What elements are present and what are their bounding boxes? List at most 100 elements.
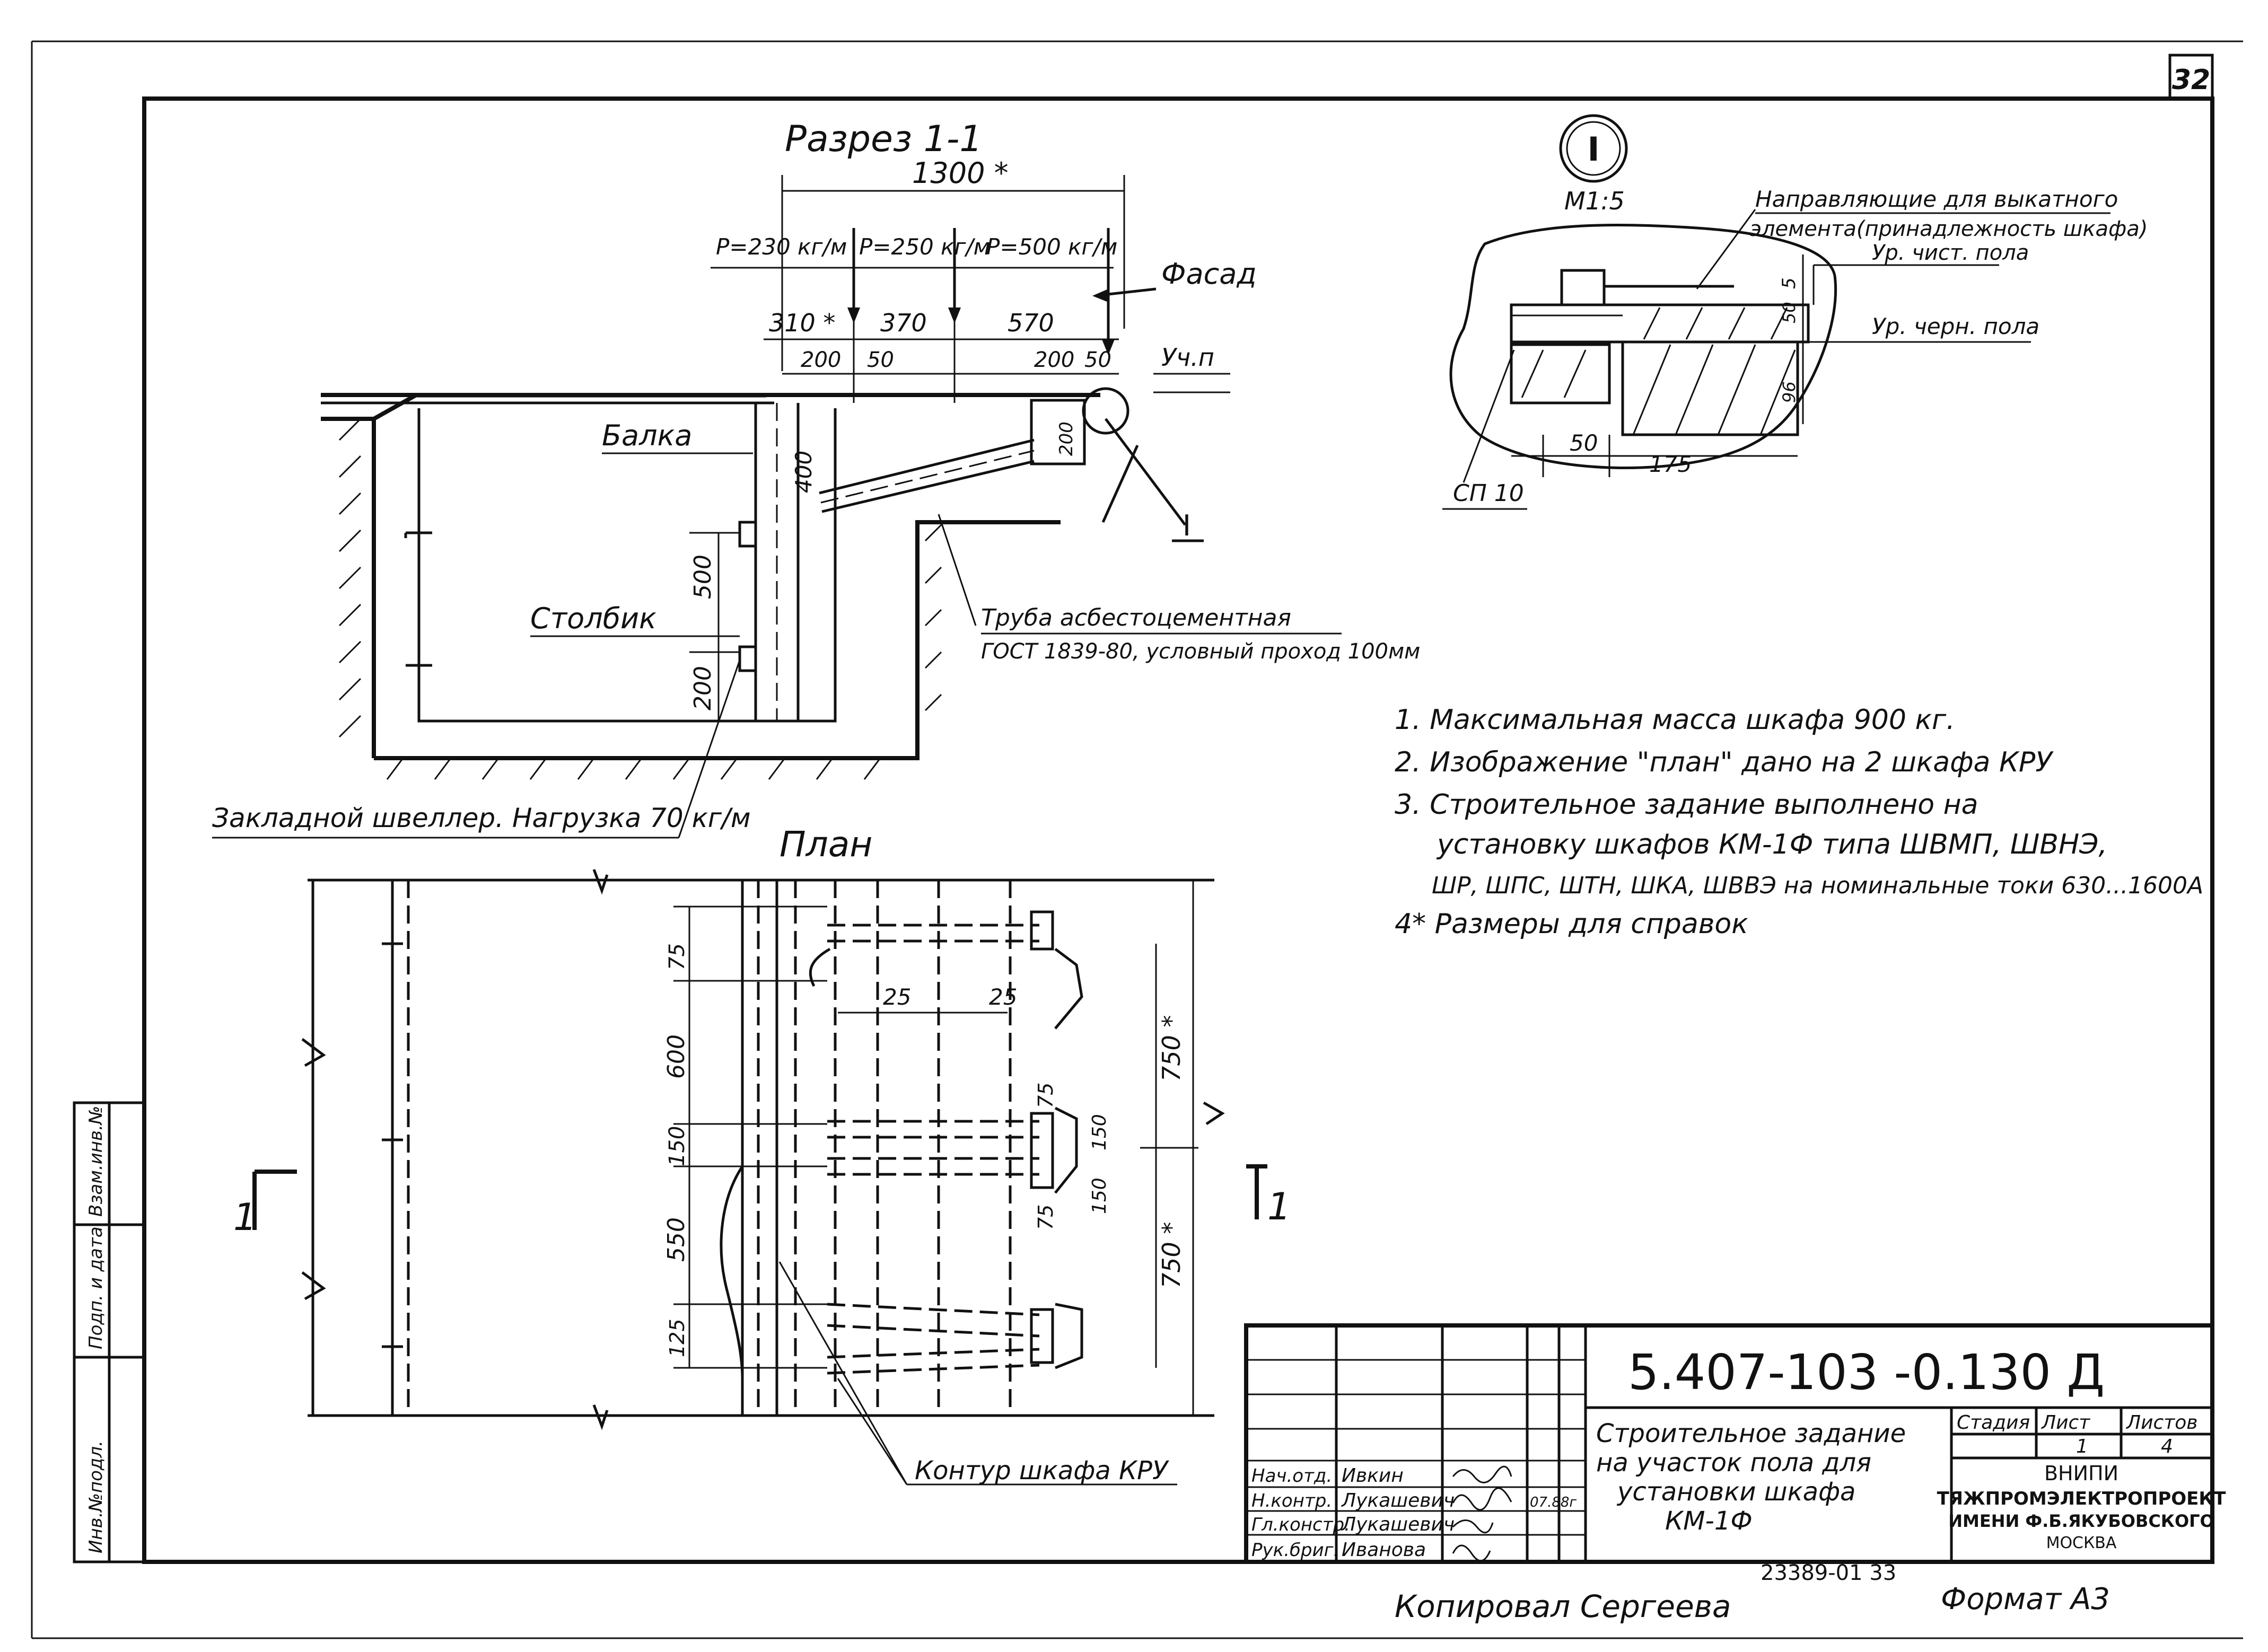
pipe-label-1: Труба асбестоцементная xyxy=(981,604,1291,631)
plan-dim-750-b: 750 * xyxy=(1157,1222,1186,1288)
plan-contour-label: Контур шкафа КРУ xyxy=(915,1456,1169,1486)
detail-dim-175: 175 xyxy=(1649,451,1692,477)
detail-dim-96: 96 xyxy=(1779,381,1799,403)
stage-header: Стадия xyxy=(1957,1412,2030,1434)
dim-50-a: 50 xyxy=(867,348,894,372)
org-2: ТЯЖПРОМЭЛЕКТРОПРОЕКТ xyxy=(1937,1488,2227,1509)
plan-dim-25-a: 25 xyxy=(883,984,911,1010)
stamp-inventory-no: Инв.№подл. xyxy=(85,1440,107,1553)
plan-dim-150-b: 150 xyxy=(1089,1178,1110,1214)
copied-by: Копировал Сергеева xyxy=(1395,1588,1731,1624)
detail-marker: I xyxy=(1587,130,1599,169)
stamp-replace-no: Взам.инв.№ xyxy=(85,1106,107,1217)
load-250: P=250 кг/м xyxy=(859,234,990,260)
sheets-value: 4 xyxy=(2161,1436,2173,1457)
plan-marker-right: 1 xyxy=(1267,1185,1291,1228)
sheet-border: 32 xyxy=(31,40,2243,1639)
detail-level-clean: Ур. чист. пола xyxy=(1872,241,2029,265)
detail-I: I М1:5 Направляющие для выкатного элемен… xyxy=(1442,114,2148,510)
label-beam: Балка xyxy=(602,419,692,452)
detail-scale: М1:5 xyxy=(1564,187,1625,215)
dim-500: 500 xyxy=(689,555,716,599)
signature-scribble-3 xyxy=(1452,1519,1494,1534)
desc-2: на участок пола для xyxy=(1596,1448,1871,1478)
plan-dim-150-a: 150 xyxy=(1089,1114,1110,1150)
dim-400: 400 xyxy=(791,451,817,493)
doc-code: 5.407-103 -0.130 Д xyxy=(1628,1344,2105,1401)
desc-1: Строительное задание xyxy=(1596,1419,1906,1448)
plan-dim-75-a: 75 xyxy=(1034,1083,1057,1108)
sign-date-2: 07.88г xyxy=(1530,1495,1577,1510)
plan-dim-125: 125 xyxy=(665,1319,689,1357)
dim-1300: 1300 * xyxy=(912,156,1009,190)
note-4: 4* Размеры для справок xyxy=(1395,908,1748,940)
note-3-cont-2: ШР, ШПС, ШТН, ШКА, ШВВЭ на номинальные т… xyxy=(1432,872,2203,899)
role-2: Н.контр. xyxy=(1251,1490,1332,1512)
stamp-sign-date: Подп. и дата xyxy=(85,1226,107,1349)
sheet-value: 1 xyxy=(2076,1436,2088,1457)
embedded-channel-label: Закладной швеллер. Нагрузка 70 кг/м xyxy=(212,803,751,833)
dim-310: 310 * xyxy=(769,309,835,337)
org-4: МОСКВА xyxy=(2046,1534,2117,1552)
note-3: 3. Строительное задание выполнено на xyxy=(1395,789,1978,821)
section-marker-I: I xyxy=(1183,509,1191,542)
plan-title: План xyxy=(780,824,872,865)
section-title: Разрез 1-1 xyxy=(785,118,983,160)
label-facade: Фасад xyxy=(1161,257,1257,291)
plan-dim-750-a: 750 * xyxy=(1157,1015,1186,1082)
note-3-cont-1: установку шкафов КМ-1Ф типа ШВМП, ШВНЭ, xyxy=(1436,829,2107,860)
signature-scribble-2 xyxy=(1452,1487,1512,1511)
dim-370: 370 xyxy=(880,309,927,337)
sheet-number: 32 xyxy=(2172,64,2210,96)
plan-dim-600: 600 xyxy=(663,1034,690,1079)
plan-dim-150: 150 xyxy=(665,1126,689,1166)
desc-4: КМ-1Ф xyxy=(1665,1506,1753,1536)
load-230: P=230 кг/м xyxy=(716,234,847,260)
detail-guides-2: элемента(принадлежность шкафа) xyxy=(1750,217,2148,241)
label-table: Столбик xyxy=(530,602,656,635)
dim-50-b: 50 xyxy=(1084,348,1111,372)
side-stamp: Взам.инв.№ Подп. и дата Инв.№подл. xyxy=(73,1101,146,1563)
plan-dim-550: 550 xyxy=(663,1217,690,1262)
detail-level-rough: Ур. черн. пола xyxy=(1872,313,2039,339)
name-1: Ивкин xyxy=(1342,1465,1404,1487)
name-3: Лукашевич xyxy=(1341,1514,1455,1535)
dim-570: 570 xyxy=(1008,309,1054,337)
desc-3: установки шкафа xyxy=(1616,1477,1855,1507)
section-1-1: Разрез 1-1 1300 * P=230 кг/м P=250 кг/м … xyxy=(212,118,1420,839)
label-level-clean: Уч.п xyxy=(1161,343,1214,372)
plan-dim-25-b: 25 xyxy=(989,984,1017,1010)
load-500: P=500 кг/м xyxy=(986,234,1117,260)
note-2: 2. Изображение "план" дано на 2 шкафа КР… xyxy=(1395,746,2054,778)
detail-dim-50: 50 xyxy=(1570,430,1598,456)
signature-scribble-1 xyxy=(1452,1465,1512,1483)
format-label: Формат А3 xyxy=(1941,1582,2110,1616)
dim-200-a: 200 xyxy=(801,348,841,372)
org-3: ИМЕНИ Ф.Б.ЯКУБОВСКОГО xyxy=(1948,1511,2214,1531)
detail-channel: СП 10 xyxy=(1453,480,1524,507)
pipe-label-2: ГОСТ 1839-80, условный проход 100мм xyxy=(981,639,1420,664)
title-block: Нач.отд. Ивкин Н.контр. Лукашевич Гл.кон… xyxy=(1244,1323,2227,1564)
role-3: Гл.констр. xyxy=(1251,1514,1350,1535)
plan-dim-75-b: 75 xyxy=(1034,1205,1057,1230)
notes: 1. Максимальная масса шкафа 900 кг. 2. И… xyxy=(1395,704,2203,940)
role-1: Нач.отд. xyxy=(1251,1465,1332,1487)
sheet-header: Лист xyxy=(2041,1412,2090,1434)
detail-dim-50v: 50 xyxy=(1779,302,1799,323)
plan-view: План xyxy=(233,824,1291,1486)
org-1: ВНИПИ xyxy=(2044,1462,2118,1485)
note-1: 1. Максимальная масса шкафа 900 кг. xyxy=(1395,704,1955,736)
role-4: Рук.бриг. xyxy=(1251,1540,1339,1561)
detail-guides-1: Направляющие для выкатного xyxy=(1755,186,2118,212)
dim-200-box: 200 xyxy=(1056,421,1077,456)
signature-scribble-4 xyxy=(1452,1544,1491,1562)
plan-dim-75: 75 xyxy=(665,943,689,970)
name-2: Лукашевич xyxy=(1341,1490,1455,1512)
sheets-header: Листов xyxy=(2125,1412,2197,1434)
dim-200-b: 200 xyxy=(1034,348,1074,372)
detail-dim-5: 5 xyxy=(1779,277,1800,289)
dim-200-low: 200 xyxy=(689,666,716,710)
archive-number: 23389-01 33 xyxy=(1761,1561,1896,1585)
name-4: Иванова xyxy=(1342,1539,1426,1561)
